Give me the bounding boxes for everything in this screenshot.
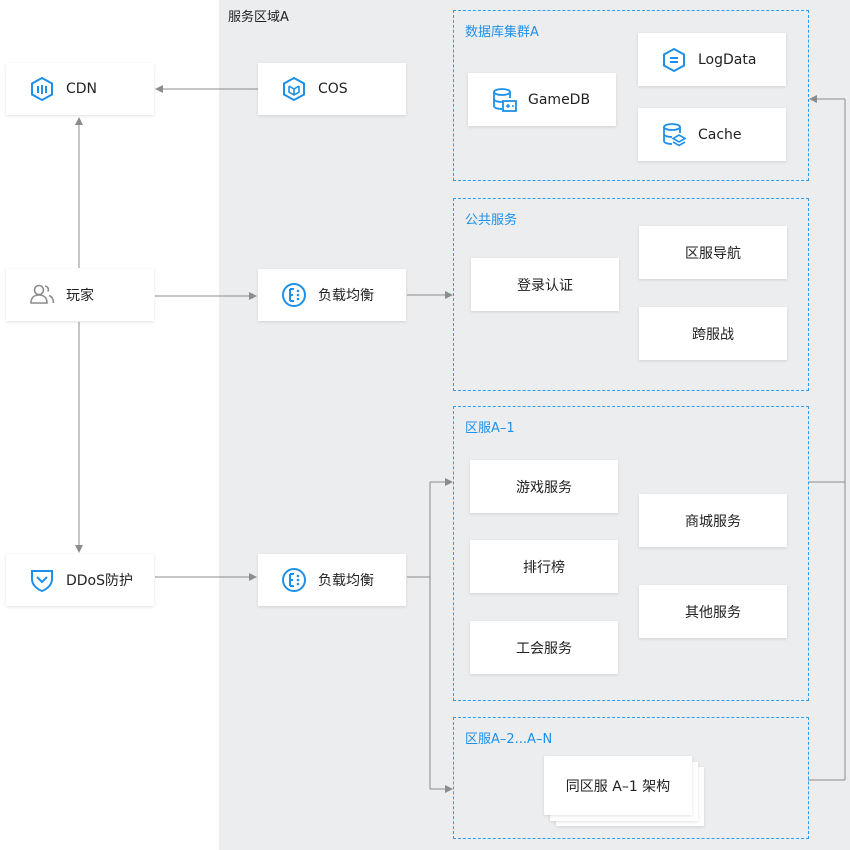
load-balancer-icon [280, 566, 308, 594]
service-region-title: 服务区域A [228, 10, 289, 25]
cdn-label: CDN [66, 81, 98, 97]
zone-an-group: 区服A–2...A–N [453, 717, 809, 839]
ranking-label: 排行榜 [523, 559, 565, 576]
game-service-node[interactable]: 游戏服务 [470, 460, 618, 513]
cdn-icon [28, 75, 56, 103]
game-service-label: 游戏服务 [516, 479, 572, 496]
cache-icon [660, 121, 688, 149]
guild-service-label: 工会服务 [516, 640, 572, 657]
ddos-shield-icon [28, 566, 56, 594]
load-balancer-2-label: 负载均衡 [318, 573, 374, 589]
db-cluster-title: 数据库集群A [465, 25, 539, 40]
zone-nav-node[interactable]: 区服导航 [639, 226, 787, 279]
other-service-label: 其他服务 [685, 604, 741, 621]
cross-battle-node[interactable]: 跨服战 [639, 307, 787, 360]
database-icon [490, 86, 518, 114]
cache-node[interactable]: Cache [638, 108, 786, 161]
zone-an-title: 区服A–2...A–N [465, 732, 553, 747]
zone-nav-label: 区服导航 [685, 245, 741, 262]
cos-icon [280, 75, 308, 103]
login-auth-label: 登录认证 [517, 277, 573, 294]
logdata-node[interactable]: LogData [638, 33, 786, 86]
zone-a1-title: 区服A–1 [465, 421, 515, 436]
gamedb-label: GameDB [528, 91, 591, 108]
player-node[interactable]: 玩家 [6, 269, 154, 321]
guild-service-node[interactable]: 工会服务 [470, 621, 618, 674]
ranking-node[interactable]: 排行榜 [470, 540, 618, 593]
cdn-node[interactable]: CDN [6, 63, 154, 115]
same-arch-node[interactable]: 同区服 A–1 架构 [544, 756, 692, 815]
player-label: 玩家 [66, 288, 94, 304]
other-service-node[interactable]: 其他服务 [639, 585, 787, 638]
load-balancer-node-1[interactable]: 负载均衡 [258, 269, 406, 321]
ddos-node[interactable]: DDoS防护 [6, 554, 154, 606]
cache-label: Cache [698, 126, 742, 143]
public-service-group: 公共服务 [453, 198, 809, 391]
cross-battle-label: 跨服战 [692, 326, 734, 343]
user-group-icon [28, 281, 56, 309]
gamedb-node[interactable]: GameDB [468, 73, 616, 126]
cos-label: COS [318, 81, 348, 97]
zone-a1-group: 区服A–1 [453, 406, 809, 701]
public-service-title: 公共服务 [465, 213, 518, 228]
login-auth-node[interactable]: 登录认证 [471, 258, 619, 311]
same-arch-label: 同区服 A–1 架构 [565, 778, 671, 795]
shop-service-label: 商城服务 [685, 513, 741, 530]
cos-node[interactable]: COS [258, 63, 406, 115]
ddos-label: DDoS防护 [66, 573, 134, 589]
load-balancer-node-2[interactable]: 负载均衡 [258, 554, 406, 606]
shop-service-node[interactable]: 商城服务 [639, 494, 787, 547]
log-icon [660, 46, 688, 74]
load-balancer-1-label: 负载均衡 [318, 288, 374, 304]
db-cluster-group: 数据库集群A [453, 10, 809, 181]
load-balancer-icon [280, 281, 308, 309]
logdata-label: LogData [698, 51, 757, 68]
